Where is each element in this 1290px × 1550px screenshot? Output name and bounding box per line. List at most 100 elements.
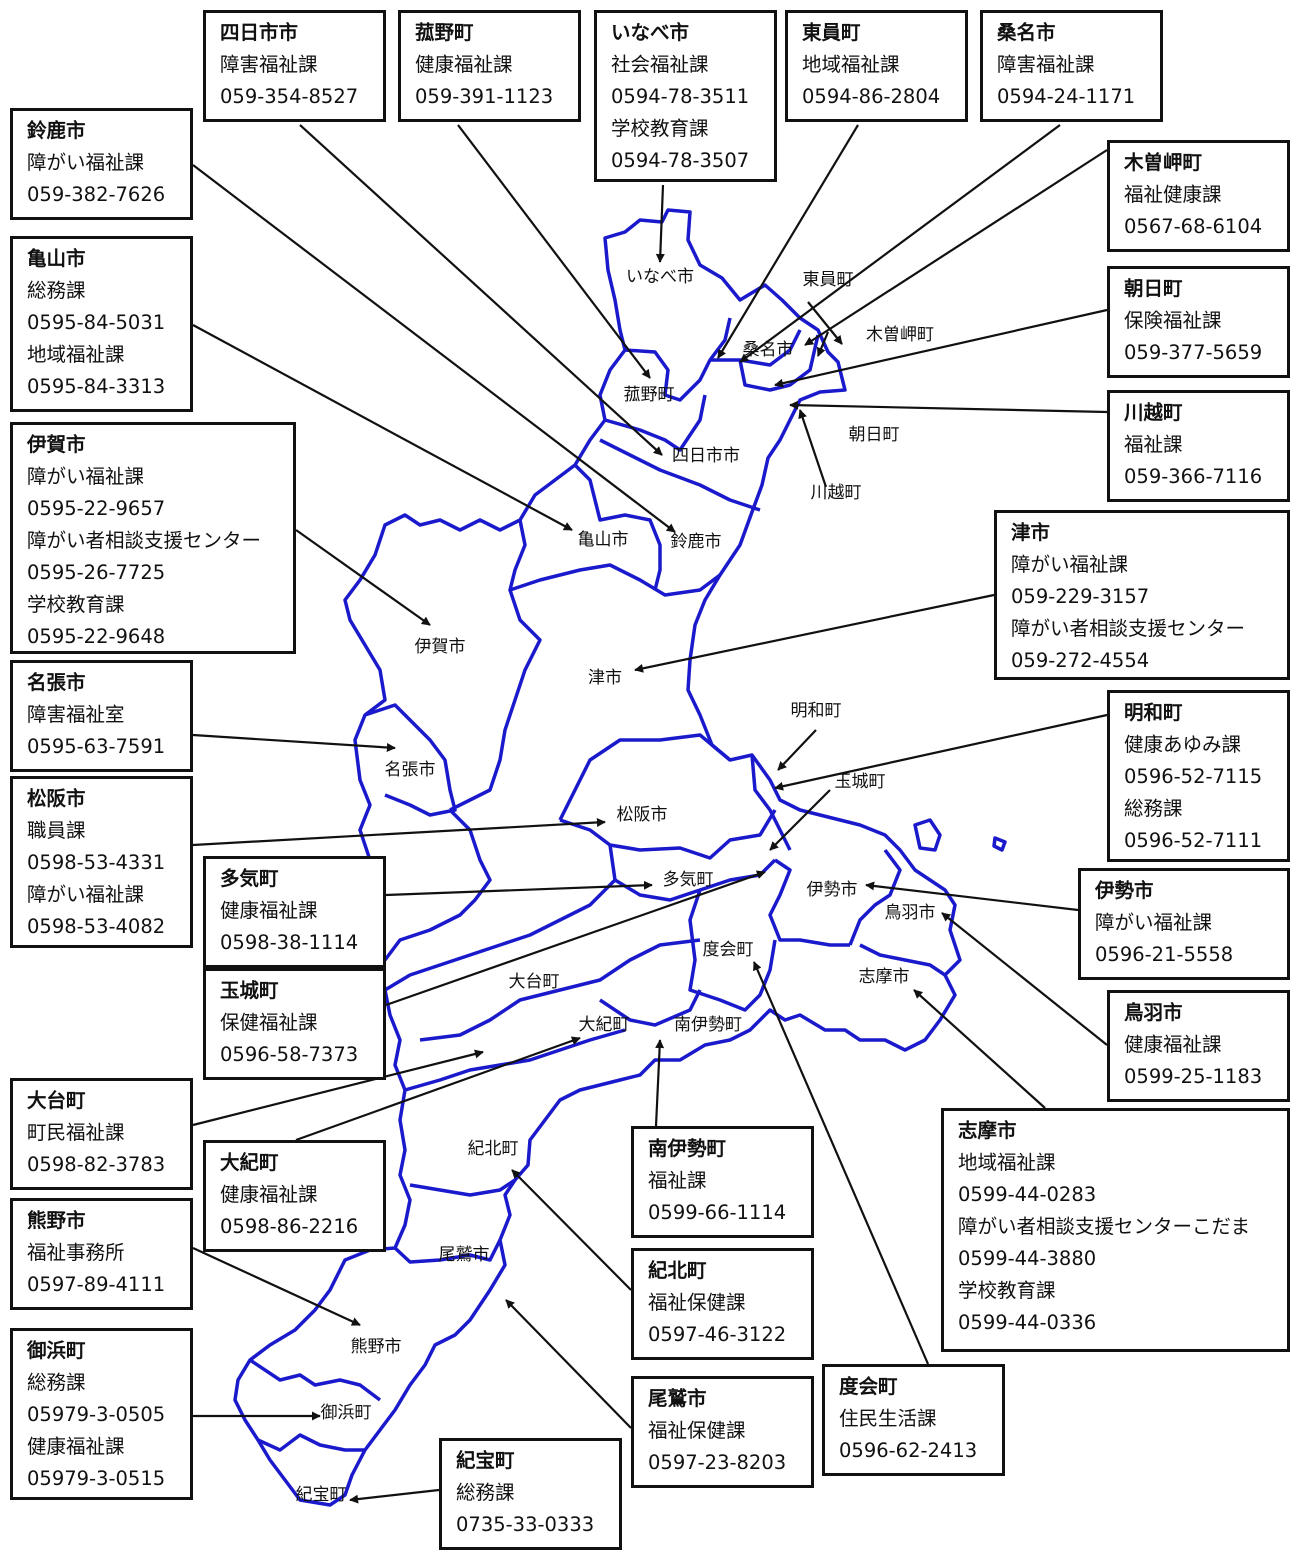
office-department: 総務課 (27, 279, 86, 302)
map-label-shima: 志摩市 (859, 967, 910, 987)
office-phone: 0599-25-1183 (1124, 1065, 1263, 1088)
office-phone: 0735-33-0333 (456, 1513, 595, 1536)
office-phone: 0598-53-4082 (27, 915, 166, 938)
office-name: 熊野市 (27, 1209, 86, 1232)
map-label-kihoku: 紀北町 (468, 1139, 519, 1159)
office-name: 大紀町 (220, 1151, 279, 1174)
office-phone: 059-366-7116 (1124, 465, 1263, 488)
border-kameyama-west (508, 519, 722, 597)
prefecture-outline (233, 208, 962, 1507)
office-name: 桑名市 (997, 21, 1056, 44)
office-name: 朝日町 (1124, 277, 1183, 300)
office-name: 尾鷲市 (648, 1387, 707, 1410)
office-phone: 0598-82-3783 (27, 1153, 166, 1176)
office-name: 南伊勢町 (648, 1137, 727, 1160)
leader-arrow (941, 912, 1108, 1046)
border-tsu-matsusaka (558, 733, 732, 821)
office-name: 四日市市 (220, 21, 299, 44)
office-name: 御浜町 (27, 1339, 86, 1362)
map-label-mihama: 御浜町 (321, 1403, 372, 1423)
office-department: 福祉事務所 (27, 1241, 125, 1264)
map-label-minamiise: 南伊勢町 (674, 1015, 742, 1035)
office-phone: 059-229-3157 (1011, 585, 1150, 608)
office-phone: 0596-52-7111 (1124, 829, 1263, 852)
office-name: 亀山市 (27, 247, 86, 270)
office-department: 保険福祉課 (1124, 309, 1222, 332)
border-mihama-kiho (257, 1433, 365, 1452)
map-label-inabe: いなべ市 (626, 267, 694, 287)
border-nabari (364, 703, 457, 817)
border-inabe-toin (710, 329, 802, 367)
leader-arrows (192, 124, 1108, 1504)
office-name: 明和町 (1124, 701, 1183, 724)
office-name: 鳥羽市 (1124, 1001, 1183, 1024)
office-phone: 059-377-5659 (1124, 341, 1263, 364)
office-department: 社会福祉課 (611, 53, 709, 76)
office-phone: 0596-52-7115 (1124, 765, 1263, 788)
office-phone: 0595-26-7725 (27, 561, 166, 584)
map-label-asahi: 朝日町 (849, 425, 900, 445)
office-phone: 0594-86-2804 (802, 85, 941, 108)
leader-arrow (655, 184, 665, 263)
border-taiki-minamiise (599, 989, 702, 1027)
border-ise-toba (848, 848, 902, 946)
office-department: 福祉保健課 (648, 1419, 746, 1442)
map-label-tsu: 津市 (588, 668, 622, 688)
map-labels: いなべ市東員町木曽岬町桑名市菰野町朝日町四日市市川越町亀山市鈴鹿市伊賀市津市明和… (296, 267, 936, 1505)
leader-arrow (299, 124, 663, 456)
office-department: 健康福祉課 (27, 1435, 125, 1458)
map-label-kawagoe: 川越町 (811, 483, 862, 503)
office-phone: 059-382-7626 (27, 183, 166, 206)
leader-arrow (192, 324, 573, 531)
office-name: 菰野町 (415, 21, 474, 44)
office-phone: 059-272-4554 (1011, 649, 1150, 672)
border-matsusaka-south (383, 808, 492, 962)
leader-arrow (739, 124, 1061, 363)
office-department: 障がい者相談支援センター (1011, 617, 1246, 640)
map-label-kiho: 紀宝町 (296, 1485, 347, 1505)
border-owase-kumano (393, 1239, 502, 1264)
leader-arrow (816, 331, 830, 357)
office-department: 総務課 (456, 1481, 515, 1504)
map-label-kumano: 熊野市 (351, 1337, 402, 1357)
leader-arrow (798, 409, 828, 488)
office-department: 健康福祉課 (415, 53, 513, 76)
office-name: 木曽岬町 (1124, 151, 1203, 174)
office-name: 伊勢市 (1095, 879, 1154, 902)
office-department: 総務課 (1124, 797, 1183, 820)
office-phone: 0595-84-3313 (27, 375, 166, 398)
leader-arrow (349, 1488, 440, 1504)
office-name: 鈴鹿市 (27, 119, 86, 142)
map-label-nabari: 名張市 (385, 760, 436, 780)
office-name: 度会町 (839, 1375, 898, 1398)
office-phone: 0598-38-1114 (220, 931, 359, 954)
office-phone: 0595-63-7591 (27, 735, 166, 758)
office-name: 多気町 (220, 867, 279, 890)
office-department: 学校教育課 (27, 593, 125, 616)
leader-arrow (192, 733, 396, 752)
office-phone: 0595-22-9657 (27, 497, 166, 520)
border-matsusaka-taki (559, 809, 777, 860)
map-label-kameyama: 亀山市 (578, 530, 629, 550)
office-phone: 05979-3-0515 (27, 1467, 166, 1490)
map-label-kisosaki: 木曽岬町 (866, 325, 934, 345)
office-phone: 0599-66-1114 (648, 1201, 787, 1224)
office-department: 障がい福祉課 (27, 465, 145, 488)
office-department: 総務課 (27, 1371, 86, 1394)
office-phone: 0595-84-5031 (27, 311, 166, 334)
office-department: 障がい者相談支援センターこだま (958, 1215, 1251, 1238)
